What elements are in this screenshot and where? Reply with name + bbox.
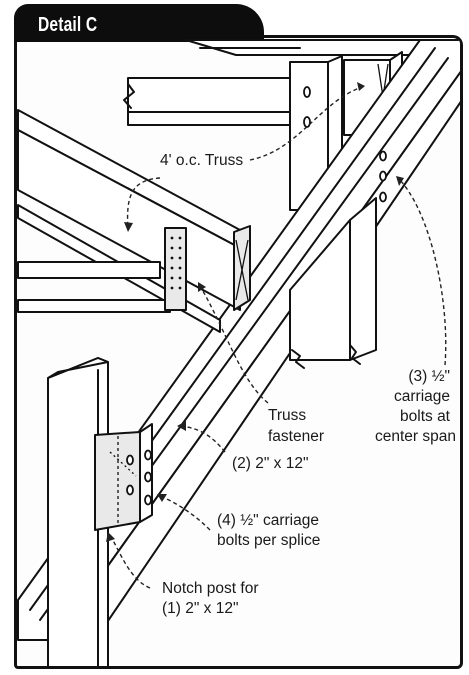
upper-truss-member (123, 77, 293, 126)
leader-arrows (106, 82, 447, 589)
title-tab: Detail C (14, 4, 264, 42)
truss-top-chord (185, 39, 460, 56)
center-bolts-label-line3: bolts at (400, 408, 451, 425)
callout-labels: 4' o.c. Truss (3) ½" carriage bolts at c… (160, 152, 456, 617)
fastener-label-line1: Truss (268, 407, 306, 424)
truss-fastener-plate (164, 227, 187, 311)
center-bolts-label-line4: center span (375, 428, 456, 445)
splice-label-line2: bolts per splice (217, 532, 320, 549)
diagram-title: Detail C (38, 14, 98, 36)
beam-label: (2) 2" x 12" (232, 455, 308, 472)
notch-label-line2: (1) 2" x 12" (162, 600, 238, 617)
near-truss (17, 109, 251, 333)
splice-label-line1: (4) ½" carriage (217, 512, 319, 529)
splice-block (94, 423, 153, 531)
fastener-label-line2: fastener (268, 428, 324, 445)
center-span-bolts (379, 150, 387, 203)
center-bolts-label-line1: (3) ½" (408, 368, 450, 385)
notch-label-line1: Notch post for (162, 580, 259, 597)
center-bolts-label-line2: carriage (394, 388, 450, 405)
center-post (289, 197, 377, 369)
truss-label: 4' o.c. Truss (160, 152, 243, 169)
bottom-chord (17, 261, 171, 313)
